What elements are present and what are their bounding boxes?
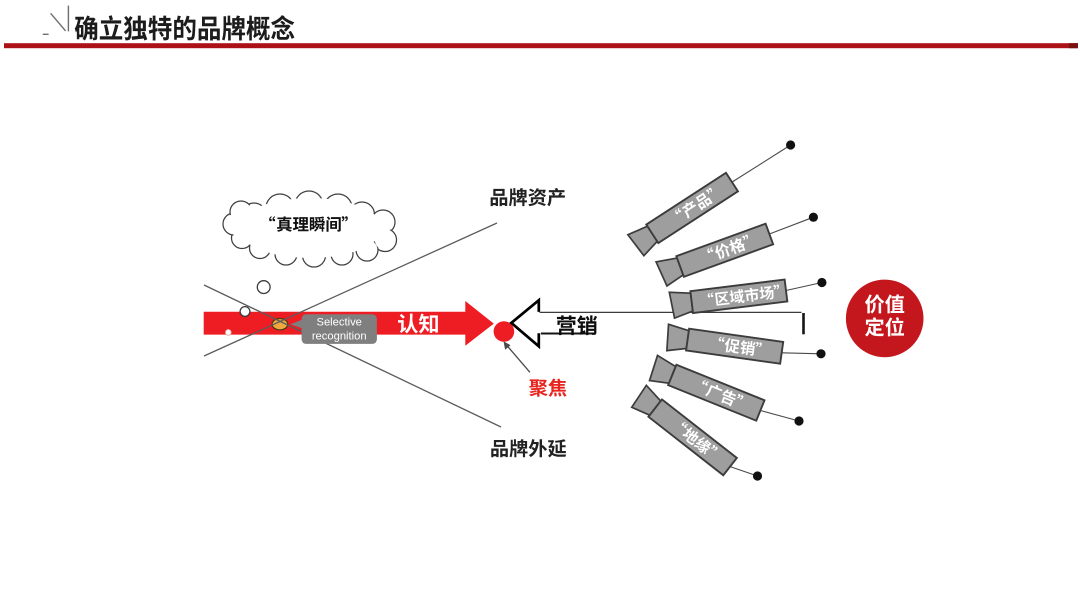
svg-text:recognition: recognition [312, 331, 367, 343]
svg-text:Selective: Selective [316, 317, 361, 329]
